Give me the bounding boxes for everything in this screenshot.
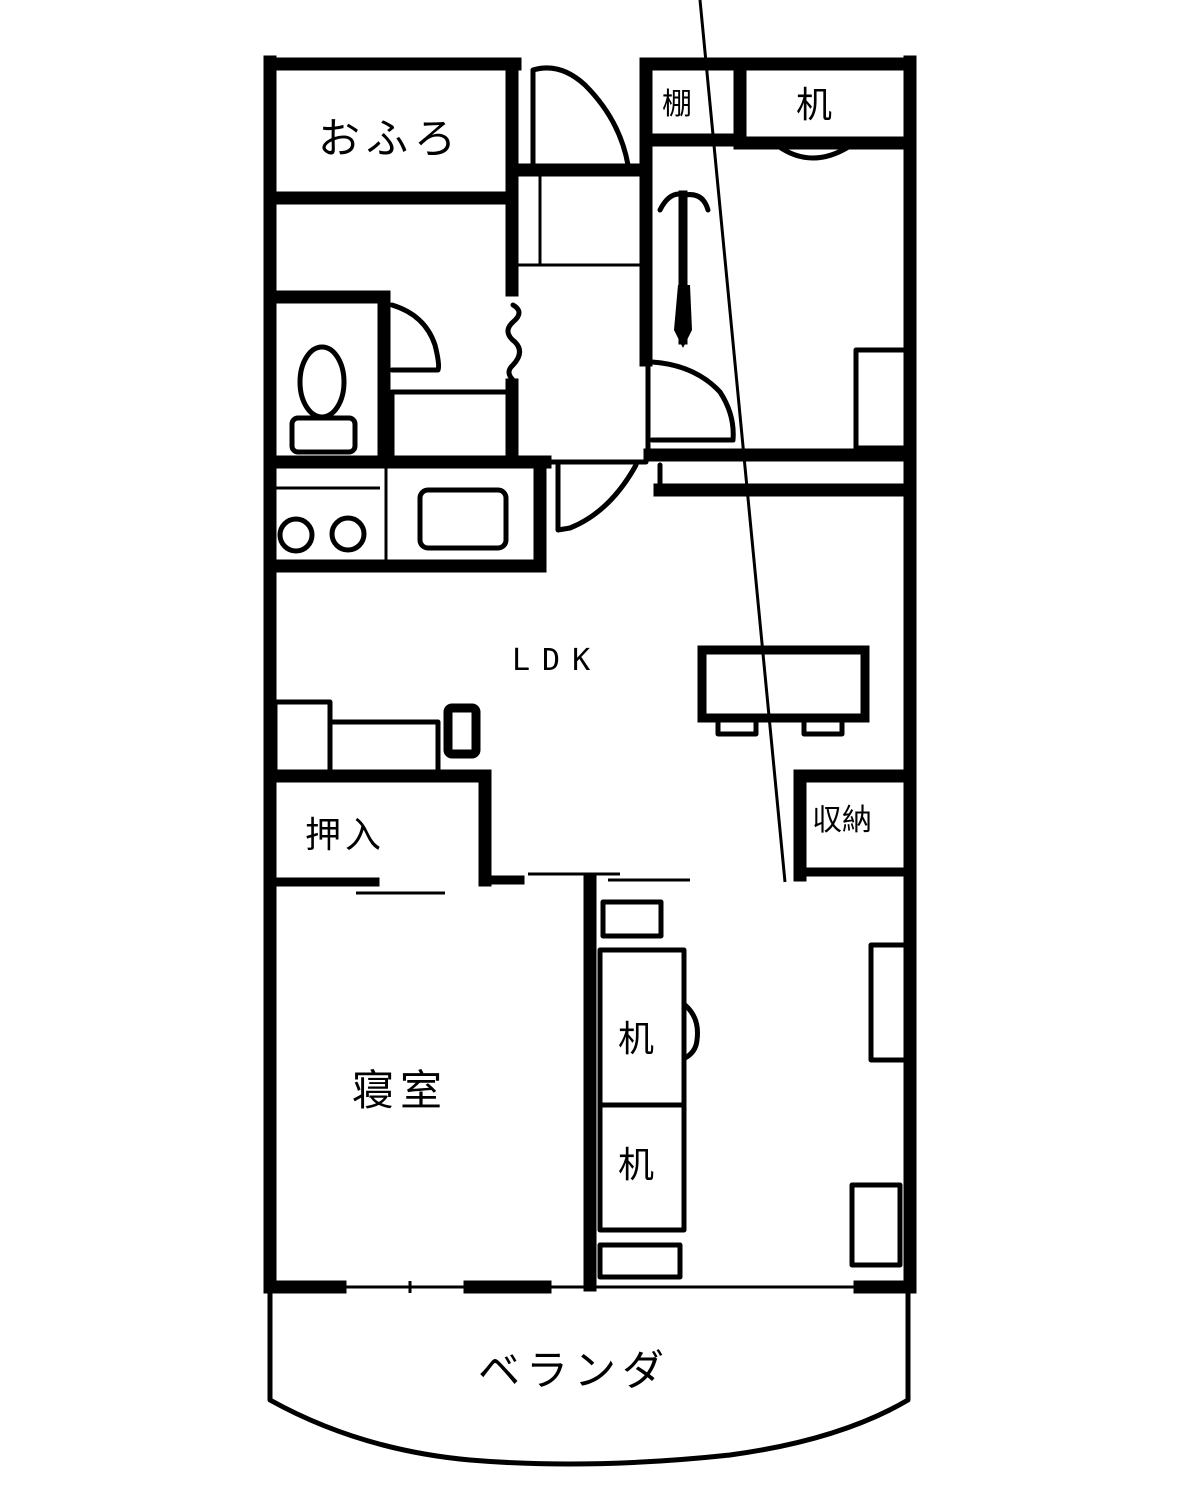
chair-icon (801, 717, 845, 737)
room-label-bedroom: 寝室 (352, 1066, 449, 1115)
bedroom-divider (583, 875, 912, 1292)
room-label-shelf: 棚 (662, 87, 692, 122)
room-label-ldk: LDK (512, 643, 603, 678)
room-label-desk-b: 机 (618, 1145, 659, 1186)
room-label-storage: 収納 (812, 803, 872, 838)
ldk-bottom-openings (480, 0, 787, 885)
dining-table-icon (697, 645, 870, 723)
room-label-bath: おふろ (318, 114, 463, 163)
outer-walls (263, 55, 917, 1292)
bath-room (263, 57, 519, 297)
room-label-closet: 押入 (305, 815, 386, 856)
balcony-outline (267, 1287, 911, 1467)
balcony-windows (263, 1280, 917, 1294)
room-label-balcony: ベランダ (478, 1346, 671, 1395)
room-label-desk-top: 机 (796, 85, 837, 126)
stove-burner-icon (329, 515, 367, 553)
entrance-area (505, 57, 653, 467)
kitchen-counter (268, 455, 639, 573)
storage (793, 769, 917, 882)
room-label-desk-a: 机 (618, 1019, 659, 1060)
toilet-room (268, 290, 515, 469)
top-right-room (639, 59, 917, 497)
closet (263, 769, 492, 895)
kitchen-sink-icon (417, 487, 509, 551)
chair-icon (715, 717, 759, 737)
toilet-icon (297, 344, 347, 420)
stove-burner-icon (277, 516, 315, 554)
